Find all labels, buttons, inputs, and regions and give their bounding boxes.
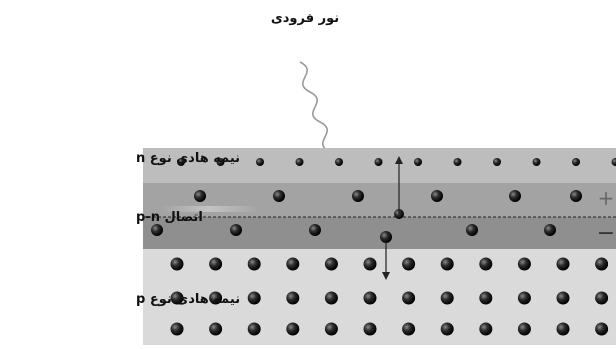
p-hole-dot	[479, 323, 492, 336]
p-hole-dot	[248, 323, 261, 336]
n-depletion-dot	[194, 190, 206, 202]
p-hole-dot	[479, 292, 492, 305]
n-electron-dot	[572, 158, 580, 166]
p-hole-dot	[441, 323, 454, 336]
p-hole-dot	[595, 323, 608, 336]
minus-sign: −	[597, 221, 615, 246]
n-electron-dot	[414, 158, 422, 166]
p-hole-dot	[209, 258, 222, 271]
p-hole-dot	[171, 258, 184, 271]
n-electron-dot	[375, 158, 383, 166]
incident-light-label: نور فرودی	[271, 11, 339, 26]
n-depletion-dot	[509, 190, 521, 202]
p-hole-dot	[325, 323, 338, 336]
p-hole-dot	[248, 258, 261, 271]
p-hole-dot	[325, 258, 338, 271]
plus-sign: +	[598, 186, 615, 210]
n-electron-dot	[296, 158, 304, 166]
p-hole-dot	[364, 292, 377, 305]
p-hole-dot	[402, 258, 415, 271]
n-electron-dot	[493, 158, 501, 166]
n-electron-dot	[533, 158, 541, 166]
p-depletion-dot	[544, 224, 556, 236]
n-depletion-dot	[273, 190, 285, 202]
p-hole-dot	[286, 323, 299, 336]
p-hole-dot	[248, 292, 261, 305]
p-hole-dot	[557, 292, 570, 305]
p-hole-dot	[441, 292, 454, 305]
p-hole-dot	[364, 258, 377, 271]
n-electron-dot	[335, 158, 343, 166]
p-hole-dot	[325, 292, 338, 305]
p-hole-dot	[286, 258, 299, 271]
n-type-label: نیمه هادی نوع n	[136, 151, 240, 166]
n-depletion-dot	[352, 190, 364, 202]
p-hole-dot	[402, 323, 415, 336]
p-hole-dot	[479, 258, 492, 271]
p-hole-dot	[557, 323, 570, 336]
p-depletion-dot	[309, 224, 321, 236]
p-hole-dot	[209, 323, 222, 336]
p-hole-dot	[402, 292, 415, 305]
p-depletion-dot	[230, 224, 242, 236]
p-hole-dot	[518, 258, 531, 271]
n-electron-dot	[454, 158, 462, 166]
n-electron-dot	[256, 158, 264, 166]
p-hole-dot	[441, 258, 454, 271]
pn-junction-label: اتصال p-n	[136, 210, 203, 225]
excited-hole-dot	[380, 231, 392, 243]
p-hole-dot	[364, 323, 377, 336]
p-hole-dot	[518, 292, 531, 305]
p-hole-dot	[557, 258, 570, 271]
p-depletion-dot	[466, 224, 478, 236]
p-hole-dot	[595, 292, 608, 305]
p-depletion-dot	[151, 224, 163, 236]
p-hole-dot	[286, 292, 299, 305]
n-depletion-dot	[570, 190, 582, 202]
n-depletion-dot	[431, 190, 443, 202]
p-type-label: نیمه هادی نوع p	[136, 292, 240, 307]
p-hole-dot	[171, 323, 184, 336]
p-hole-dot	[595, 258, 608, 271]
p-hole-dot	[518, 323, 531, 336]
